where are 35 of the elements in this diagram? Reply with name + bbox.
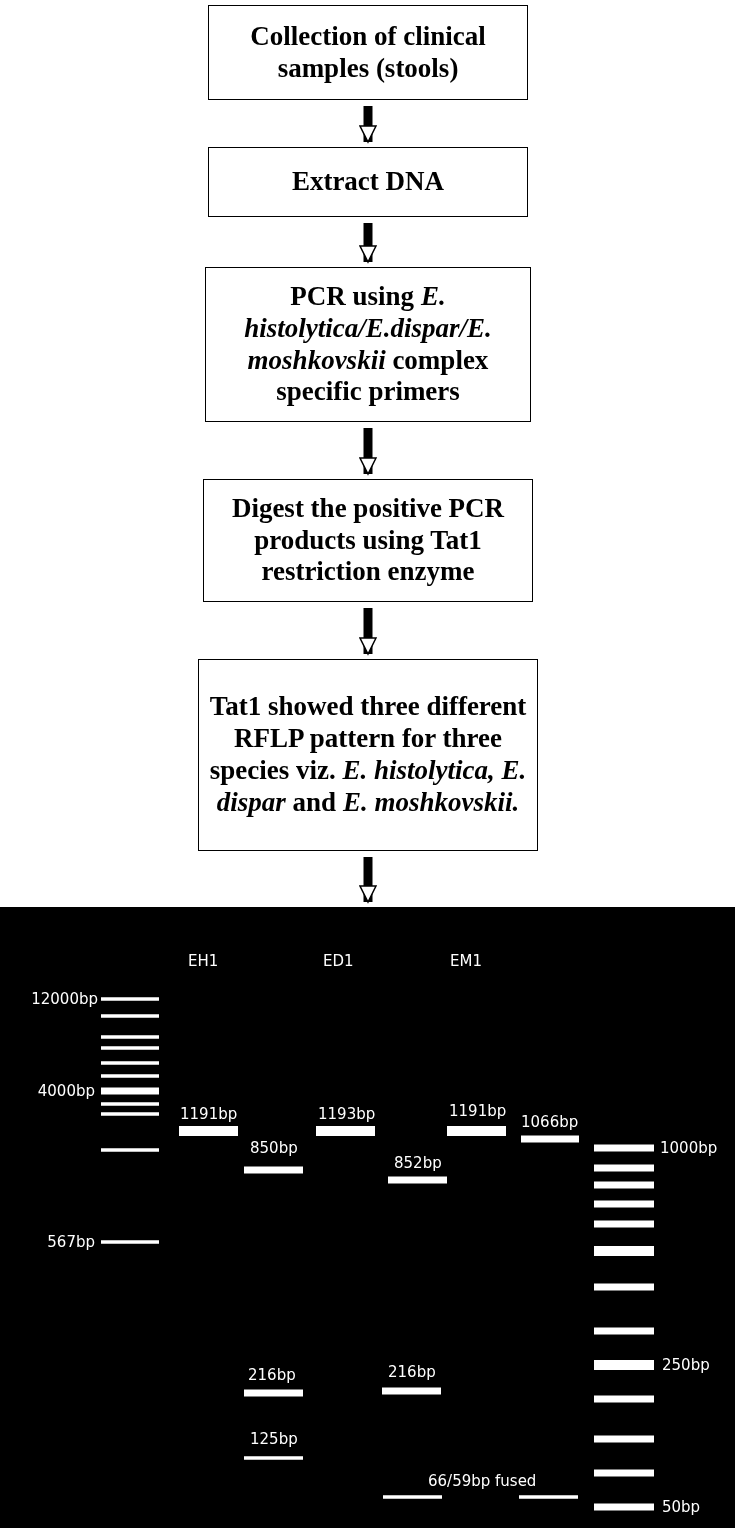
band-label: 216bp (388, 1364, 436, 1380)
process-box (205, 267, 531, 422)
ladder-label: 1000bp (660, 1140, 718, 1156)
band-label: 66/59bp fused (428, 1473, 537, 1489)
process-box (208, 5, 528, 100)
band-label: 1191bp (449, 1103, 507, 1119)
band-label: 1066bp (521, 1114, 579, 1130)
lane-label: ED1 (323, 953, 354, 969)
ladder-label: 250bp (662, 1357, 710, 1373)
band-label: 852bp (394, 1155, 442, 1171)
band-label: 125bp (250, 1431, 298, 1447)
step-text: Extract DNA (291, 166, 445, 198)
lane-label: EM1 (450, 953, 482, 969)
ladder-label: 4000bp (37, 1083, 95, 1099)
lane-label: EH1 (188, 953, 219, 969)
step-text: Tat1 showed three different RFLP pattern for three species viz. E. histolytica, E. dispar and E. moshkovskii. (209, 691, 527, 819)
step-text: PCR using E. histolytica/E.dispar/E. moshkovskii complex specific primers (243, 280, 493, 409)
down-arrow (359, 106, 377, 143)
step-text: Digest the positive PCR products using Tat1 restriction enzyme (230, 492, 506, 589)
ladder-label: 567bp (47, 1234, 95, 1250)
ladder-label: 12000bp (31, 991, 98, 1007)
gel-image (0, 907, 735, 1528)
process-box (203, 479, 533, 602)
band-label: 850bp (250, 1140, 298, 1156)
down-arrow (359, 223, 377, 263)
down-arrow (359, 428, 377, 475)
band-label: 1191bp (180, 1106, 238, 1122)
process-box (208, 147, 528, 217)
step-text: Collection of clinical samples (stools) (249, 20, 487, 85)
band-label: 1193bp (318, 1106, 376, 1122)
band-label: 216bp (248, 1367, 296, 1383)
ladder-label: 50bp (662, 1499, 701, 1515)
down-arrow (359, 857, 377, 903)
process-box (198, 659, 538, 851)
down-arrow (359, 608, 377, 655)
